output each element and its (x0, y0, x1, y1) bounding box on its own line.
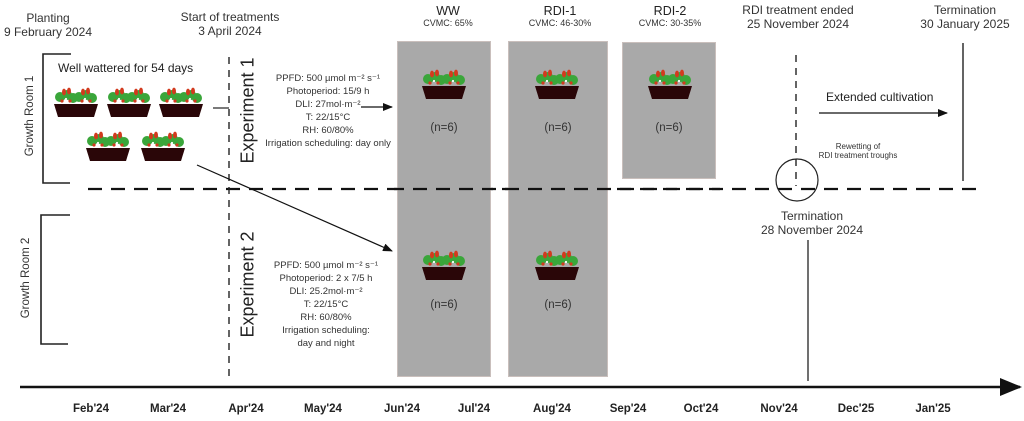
treatment-rdi2-name: RDI-2 (653, 4, 687, 18)
start-treatments-label: Start of treatments (180, 10, 280, 24)
rdi2-room1-pot-icon (646, 68, 694, 105)
treatment-rdi2-header: RDI-2 CVMC: 30-35% (625, 4, 715, 29)
rdi-ended-date: 25 November 2024 (746, 16, 850, 31)
room1-pot-icon (84, 130, 132, 167)
rdi1-room2-pot-icon (533, 249, 581, 286)
exp1-photoperiod: Photoperiod: 15/9 h (286, 86, 370, 97)
timeline-month: Nov'24 (760, 403, 798, 415)
experiment-2-params: PPFD: 500 µmol m⁻² s⁻¹ Photoperiod: 2 x … (270, 259, 382, 350)
growth-room-2-label: Growth Room 2 (20, 237, 32, 319)
planting-date: 9 February 2024 (3, 24, 93, 39)
exp2-rh: RH: 60/80% (300, 312, 352, 323)
room1-pot-icon (139, 130, 187, 167)
room2-bracket (40, 214, 70, 345)
timeline-month: May'24 (304, 403, 342, 415)
rewetting-line-2: RDI treatment troughs (818, 151, 898, 161)
timeline-month: Mar'24 (150, 403, 186, 415)
start-treatments-annotation: Start of treatments 3 April 2024 (170, 10, 290, 39)
start-treatments-date: 3 April 2024 (198, 23, 262, 38)
termination-nov-date: 28 November 2024 (760, 222, 864, 237)
rdi2-room1-n: (n=6) (655, 122, 683, 134)
exp1-temperature: T: 22/15°C (305, 112, 351, 123)
treatment-box-rdi2: (n=6) (622, 42, 716, 179)
rdi-ended-label: RDI treatment ended (742, 3, 854, 17)
timeline-month: Sep'24 (609, 403, 647, 415)
treatment-rdi1-name: RDI-1 (543, 4, 577, 18)
rdi1-room1-n: (n=6) (544, 122, 572, 134)
exp2-dli: DLI: 25.2mol·m⁻² (289, 286, 363, 297)
treatment-ww-name: WW (436, 4, 460, 18)
exp2-irrigation: Irrigation scheduling: (282, 325, 370, 336)
rdi1-room2-n: (n=6) (544, 299, 572, 311)
exp1-irrigation: Irrigation scheduling: day only (265, 138, 391, 149)
timeline-month: Aug'24 (533, 403, 571, 415)
exp2-arrow (196, 164, 393, 252)
timeline-month: Jun'24 (384, 403, 420, 415)
exp2-irrigation-cont: day and night (297, 338, 355, 349)
treatment-ww-header: WW CVMC: 65% (407, 4, 489, 29)
treatment-rdi1-cvmc: CVMC: 46-30% (528, 18, 592, 29)
termination-jan-date: 30 January 2025 (920, 16, 1010, 31)
timeline-month: Jul'24 (457, 403, 491, 415)
planting-annotation: Planting 9 February 2024 (0, 11, 96, 40)
treatment-box-ww: (n=6) (n=6) (397, 41, 491, 377)
treatment-rdi1-header: RDI-1 CVMC: 46-30% (515, 4, 605, 29)
timeline-month: Jan'25 (915, 403, 951, 415)
timeline-month: Feb'24 (73, 403, 109, 415)
experiment-2-label: Experiment 2 (237, 231, 258, 338)
well-watered-note: Well wattered for 54 days (58, 61, 194, 75)
termination-jan-annotation: Termination 30 January 2025 (910, 3, 1020, 32)
extended-cultivation-label: Extended cultivation (826, 90, 934, 104)
room1-pot-icon (52, 86, 100, 123)
rewetting-line-1: Rewetting of (835, 142, 881, 151)
timeline-month: Apr'24 (228, 403, 264, 415)
timeline-month: Oct'24 (683, 403, 719, 415)
exp1-rh: RH: 60/80% (302, 125, 354, 136)
rewetting-circle (775, 158, 819, 202)
treatment-ww-cvmc: CVMC: 65% (423, 18, 473, 29)
ww-room2-n: (n=6) (430, 299, 458, 311)
ww-room1-n: (n=6) (430, 122, 458, 134)
termination-nov-annotation: Termination 28 November 2024 (752, 209, 872, 238)
exp2-ppfd: PPFD: 500 µmol m⁻² s⁻¹ (273, 260, 379, 271)
growth-room-1-label: Growth Room 1 (24, 75, 36, 157)
termination-nov-label: Termination (780, 209, 844, 223)
rdi1-room1-pot-icon (533, 68, 581, 105)
experiment-1-label: Experiment 1 (237, 57, 258, 164)
planting-label: Planting (26, 11, 70, 25)
exp2-temperature: T: 22/15°C (303, 299, 349, 310)
exp1-ppfd: PPFD: 500 µmol m⁻² s⁻¹ (275, 73, 381, 84)
treatment-rdi2-cvmc: CVMC: 30-35% (638, 18, 702, 29)
ww-room2-pot-icon (420, 249, 468, 286)
room1-bracket (42, 53, 71, 184)
room1-pot-icon (105, 86, 153, 123)
rewetting-annotation: Rewetting of RDI treatment troughs (803, 142, 913, 160)
timeline-month: Dec'25 (837, 403, 875, 415)
exp2-photoperiod: Photoperiod: 2 x 7/5 h (279, 273, 373, 284)
rdi-ended-annotation: RDI treatment ended 25 November 2024 (733, 3, 863, 32)
termination-jan-label: Termination (933, 3, 997, 17)
experiment-1-params: PPFD: 500 µmol m⁻² s⁻¹ Photoperiod: 15/9… (262, 72, 394, 150)
exp1-dli: DLI: 27mol·m⁻² (295, 99, 361, 110)
ww-room1-pot-icon (420, 68, 468, 105)
room1-pot-icon (157, 86, 205, 123)
